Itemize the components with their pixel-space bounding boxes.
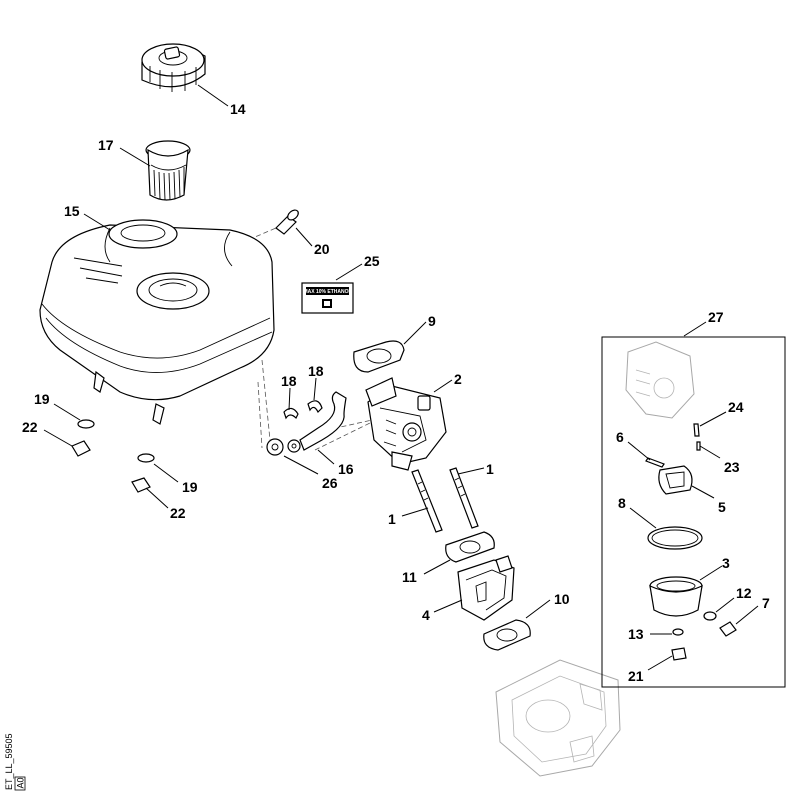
callout-16: 16 [338, 461, 354, 477]
callout-numbers: 14 17 15 20 25 9 2 18 18 16 26 1 1 11 4 … [22, 101, 770, 684]
callout-18-left: 18 [281, 373, 297, 389]
callout-10: 10 [554, 591, 570, 607]
studs [411, 467, 479, 533]
callout-22-bottom: 22 [170, 505, 186, 521]
reference-code: ET_LL_59505 A0 [4, 733, 26, 791]
repair-kit-box [601, 336, 786, 688]
fuel-tank [39, 219, 275, 425]
callout-18-right: 18 [308, 363, 324, 379]
engine-block [495, 659, 621, 777]
callout-25: 25 [364, 253, 380, 269]
decal-text: MAX 10% ETHANOL [303, 289, 351, 295]
reference-code-text: ET_LL_59505 [4, 733, 14, 790]
callout-13: 13 [628, 626, 644, 642]
fuel-cap [141, 43, 206, 92]
leader-lines [43, 84, 759, 671]
callout-23: 23 [724, 459, 740, 475]
callout-12: 12 [736, 585, 752, 601]
callout-7: 7 [762, 595, 770, 611]
callout-17: 17 [98, 137, 114, 153]
spacer-gasket [445, 531, 495, 563]
callout-3: 3 [722, 555, 730, 571]
callout-27: 27 [708, 309, 724, 325]
callout-8: 8 [618, 495, 626, 511]
callout-15: 15 [64, 203, 80, 219]
kit-carburetor-reference [625, 341, 695, 419]
carburetor [365, 377, 447, 471]
callout-26: 26 [322, 475, 338, 491]
callout-1-left: 1 [388, 511, 396, 527]
callout-5: 5 [718, 499, 726, 515]
callout-1-right: 1 [486, 461, 494, 477]
fuel-strainer [145, 140, 191, 201]
fuel-line-parts [266, 391, 347, 456]
reference-revision: A0 [16, 777, 26, 788]
callout-9: 9 [428, 313, 436, 329]
callout-21: 21 [628, 668, 644, 684]
tank-screw [275, 209, 299, 235]
callout-11: 11 [402, 569, 417, 585]
cylinder-gasket [483, 619, 531, 651]
tank-washers-nuts [71, 419, 155, 493]
ethanol-decal: MAX 10% ETHANOL [301, 282, 354, 314]
callout-2: 2 [454, 371, 462, 387]
callout-19-left: 19 [34, 391, 50, 407]
callout-14: 14 [230, 101, 246, 117]
kit-parts [645, 423, 737, 661]
callout-20: 20 [314, 241, 330, 257]
carburetor-gasket [353, 340, 405, 373]
callout-4: 4 [422, 607, 430, 623]
callout-6: 6 [616, 429, 624, 445]
intake-insulator [457, 555, 515, 621]
callout-19-bottom: 19 [182, 479, 198, 495]
callout-24: 24 [728, 399, 744, 415]
callout-22-left: 22 [22, 419, 38, 435]
